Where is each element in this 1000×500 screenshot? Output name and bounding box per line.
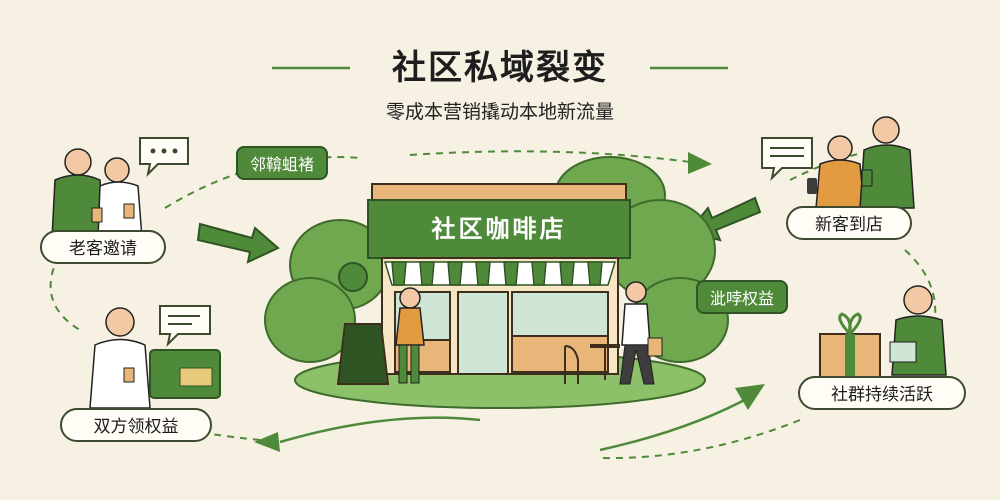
node-both-get-benefits: 双方领权益 bbox=[60, 408, 212, 442]
referrer-with-coupon bbox=[89, 307, 221, 409]
speech-bubble-icon bbox=[159, 305, 211, 348]
node-new-customer-visit: 新客到店 bbox=[786, 206, 912, 240]
phone-icon bbox=[807, 178, 817, 194]
old-customers bbox=[51, 148, 143, 239]
store-door bbox=[457, 291, 509, 375]
store-logo-icon bbox=[338, 262, 368, 292]
benefit-tag: 泚哱权益 bbox=[696, 280, 789, 314]
community-member bbox=[819, 285, 947, 381]
customer-woman bbox=[395, 287, 425, 384]
customer-man bbox=[619, 281, 663, 385]
coffee-cup-icon bbox=[123, 367, 135, 383]
coffee-store bbox=[336, 183, 631, 385]
speech-bubble-icon bbox=[139, 137, 189, 178]
coffee-cup-icon bbox=[123, 203, 135, 219]
page-subtitle: 零成本营销撬动本地新流量 bbox=[385, 101, 614, 123]
neighbor-tag: 邻鞥蛆褚 bbox=[236, 146, 329, 180]
arrow-icon bbox=[688, 152, 712, 174]
node-community-active: 社群持续活跃 bbox=[798, 376, 966, 410]
new-customers bbox=[807, 116, 915, 209]
arrow-icon bbox=[254, 432, 280, 452]
coffee-cup-icon bbox=[861, 169, 873, 187]
coffee-cup-icon bbox=[91, 207, 103, 223]
speech-bubble-icon bbox=[761, 137, 813, 182]
bottom-curve bbox=[599, 394, 753, 452]
chair bbox=[564, 345, 579, 384]
store-sign-board bbox=[367, 199, 631, 259]
node-old-customer-invite: 老客邀请 bbox=[40, 230, 166, 264]
bottom-left-curve bbox=[279, 416, 481, 444]
store-sign: 社区咖啡店 bbox=[431, 215, 567, 243]
arrow-icon bbox=[196, 222, 280, 264]
page-title: 社区私域裂变 bbox=[392, 48, 608, 88]
menu-board bbox=[336, 323, 390, 385]
